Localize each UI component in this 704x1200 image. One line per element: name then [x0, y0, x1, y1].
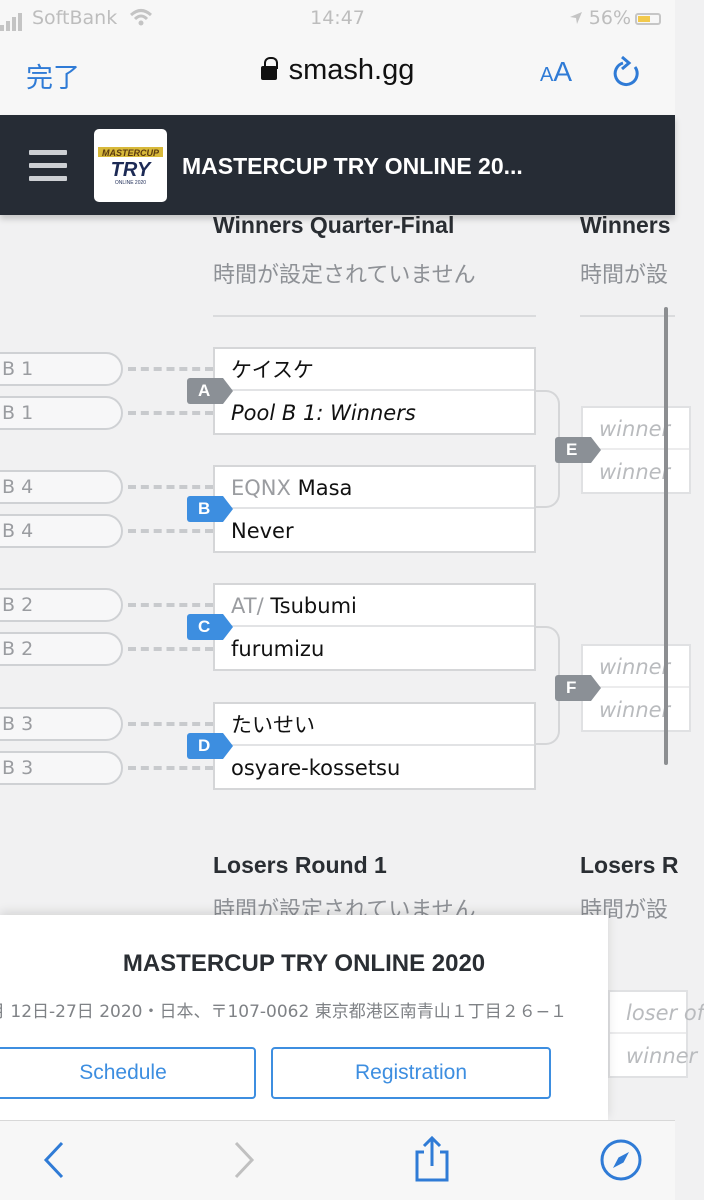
- match-card[interactable]: AT/ Tsubumi furumizu: [213, 583, 536, 671]
- pool-slot[interactable]: B 2: [0, 588, 123, 622]
- back-icon[interactable]: [40, 1139, 70, 1181]
- player-slot[interactable]: furumizu: [231, 637, 325, 661]
- wifi-icon: [130, 9, 153, 26]
- pool-slot[interactable]: B 3: [0, 707, 123, 741]
- connector-line: [128, 411, 213, 415]
- forward-icon[interactable]: [228, 1139, 258, 1181]
- event-card: MASTERCUP TRY ONLINE 2020 月 12日-27日 2020…: [0, 915, 608, 1120]
- match-card[interactable]: たいせい osyare-kossetsu: [213, 702, 536, 790]
- site-navbar: MASTERCUP TRY ONLINE 2020 MASTERCUP TRY …: [0, 115, 675, 215]
- connector-line: [128, 603, 213, 607]
- carrier: SoftBank: [0, 7, 153, 31]
- match-id-badge: E: [555, 437, 601, 463]
- done-button[interactable]: 完了: [26, 63, 80, 94]
- match-card[interactable]: loser of winner: [608, 990, 704, 1078]
- connector-line: [128, 722, 213, 726]
- page-title: MASTERCUP TRY ONLINE 20...: [182, 153, 523, 179]
- player-slot[interactable]: EQNX Masa: [215, 467, 534, 509]
- compass-icon[interactable]: [598, 1137, 644, 1183]
- scrollbar[interactable]: [664, 307, 668, 765]
- divider: [213, 315, 536, 317]
- connector-line: [128, 647, 213, 651]
- match-id-badge: B: [187, 496, 233, 522]
- signal-icon: [0, 9, 24, 31]
- pool-slot[interactable]: B 1: [0, 352, 123, 386]
- pool-slot[interactable]: B 2: [0, 632, 123, 666]
- domain-text: smash.gg: [288, 54, 415, 86]
- clock: 14:47: [310, 7, 365, 29]
- match-id-badge: A: [187, 378, 233, 404]
- text-size-button[interactable]: AA: [540, 56, 573, 87]
- address-bar[interactable]: smash.gg: [0, 54, 675, 87]
- round-title: Losers Round 1: [213, 852, 387, 878]
- pool-slot[interactable]: B 4: [0, 470, 123, 504]
- registration-button[interactable]: Registration: [271, 1047, 551, 1099]
- event-title: MASTERCUP TRY ONLINE 2020: [122, 950, 486, 977]
- round-time: 時間が設: [580, 263, 669, 288]
- svg-text:MASTERCUP: MASTERCUP: [102, 148, 160, 158]
- match-card[interactable]: ケイスケ Pool B 1: Winners: [213, 347, 536, 435]
- battery-icon: [635, 13, 661, 25]
- location-arrow-icon: [569, 12, 582, 24]
- player-slot[interactable]: Pool B 1: Winners: [231, 401, 416, 425]
- round-title: Winners Quarter-Final: [213, 212, 455, 238]
- player-slot[interactable]: ケイスケ: [215, 349, 534, 391]
- round-title: Winners: [580, 212, 671, 238]
- player-slot[interactable]: AT/ Tsubumi: [215, 585, 534, 627]
- match-card[interactable]: EQNX Masa Never: [213, 465, 536, 553]
- status-bar: SoftBank 14:47 56%: [0, 0, 675, 38]
- browser-header: 完了 smash.gg AA: [0, 38, 675, 115]
- player-slot[interactable]: たいせい: [215, 704, 534, 746]
- pool-slot[interactable]: B 3: [0, 751, 123, 785]
- match-id-badge: C: [187, 614, 233, 640]
- player-slot[interactable]: winner: [583, 408, 689, 450]
- tournament-logo[interactable]: MASTERCUP TRY ONLINE 2020: [94, 129, 167, 202]
- reload-icon[interactable]: [610, 54, 644, 92]
- browser-toolbar: [0, 1120, 675, 1200]
- connector-line: [128, 367, 213, 371]
- connector-line: [128, 529, 213, 533]
- player-slot[interactable]: winner: [599, 698, 671, 722]
- match-id-badge: F: [555, 675, 601, 701]
- player-slot[interactable]: Never: [231, 519, 294, 543]
- round-time: 時間が設定されていません: [213, 263, 476, 288]
- menu-icon[interactable]: [29, 150, 67, 182]
- pool-slot[interactable]: B 4: [0, 514, 123, 548]
- svg-text:ONLINE 2020: ONLINE 2020: [115, 180, 146, 186]
- lock-icon: [260, 57, 278, 80]
- connector-line: [128, 485, 213, 489]
- status-right: 56%: [569, 7, 661, 29]
- divider: [580, 315, 675, 317]
- match-id-badge: D: [187, 733, 233, 759]
- player-slot[interactable]: loser of: [610, 992, 704, 1034]
- pool-slot[interactable]: B 1: [0, 396, 123, 430]
- round-title: Losers R: [580, 852, 679, 878]
- connector-line: [128, 766, 213, 770]
- player-slot[interactable]: winner: [626, 1044, 698, 1068]
- player-slot[interactable]: winner: [599, 460, 671, 484]
- event-info: 月 12日-27日 2020・日本、〒107-0062 東京都港区南青山１丁目２…: [0, 1002, 567, 1022]
- player-slot[interactable]: winner: [583, 646, 689, 688]
- schedule-button[interactable]: Schedule: [0, 1047, 256, 1099]
- player-slot[interactable]: osyare-kossetsu: [231, 756, 401, 780]
- share-icon[interactable]: [412, 1135, 452, 1183]
- svg-text:TRY: TRY: [111, 159, 152, 181]
